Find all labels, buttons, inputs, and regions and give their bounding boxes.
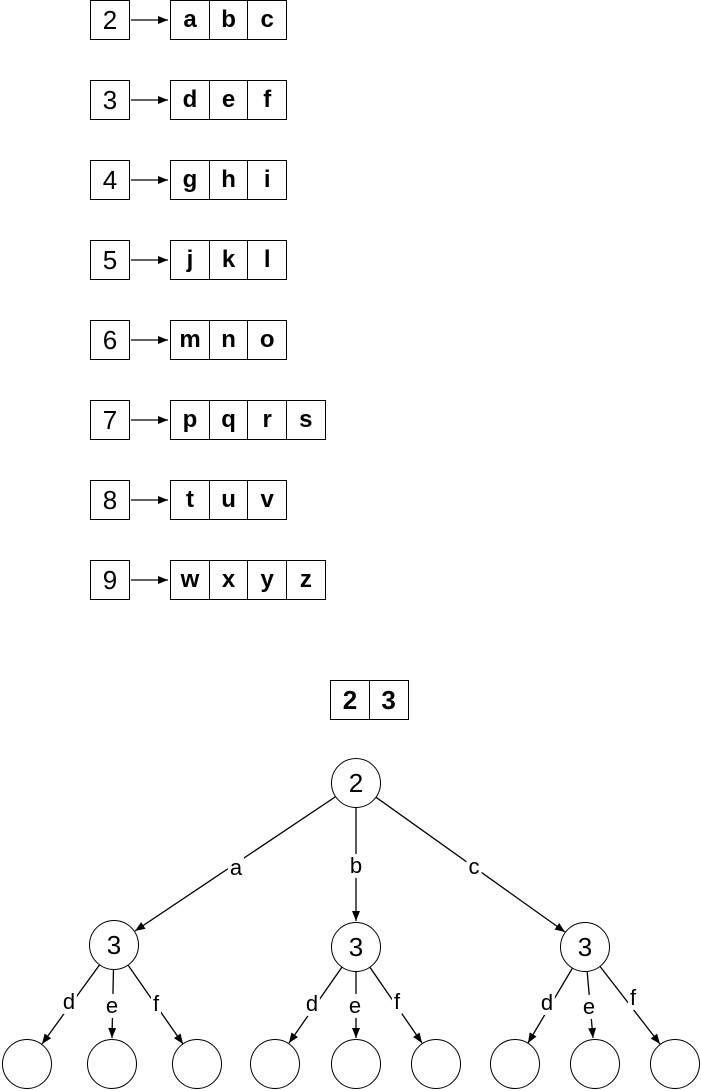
trie-leaf-node [2,1039,52,1089]
letter-cell: z [285,560,326,600]
edge-label: e [580,993,598,1020]
letter-cell: x [208,560,249,600]
keypad-digit-box: 5 [90,240,130,280]
keypad-letter-cells: t u v [170,480,288,520]
input-digit-cell: 3 [368,680,409,720]
letter-cell: g [170,160,210,200]
input-digits-box: 2 3 [330,680,409,720]
keypad-letter-cells: j k l [170,240,288,280]
keypad-letter-cells: m n o [170,320,288,360]
keypad-digit-box: 7 [90,400,130,440]
keypad-letter-cells: a b c [170,0,288,40]
edge-label: d [538,989,556,1016]
letter-cell: f [247,80,288,120]
keypad-digit-box: 3 [90,80,130,120]
edge-label: e [103,992,121,1019]
letter-cell: h [208,160,249,200]
keypad-letter-cells: g h i [170,160,288,200]
trie-branch-node: 3 [89,920,139,970]
keypad-digit-box: 6 [90,320,130,360]
trie-leaf-node [87,1039,137,1089]
trie-leaf-node [331,1039,381,1089]
edge-label: f [627,984,639,1011]
edge-label: f [150,990,162,1017]
letter-cell: w [170,560,210,600]
letter-cell: c [247,0,288,40]
keypad-digit-box: 9 [90,560,130,600]
trie-leaf-node [411,1039,461,1089]
letter-cell: e [208,80,249,120]
letter-cell: k [208,240,249,280]
trie-leaf-node [250,1039,300,1089]
letter-cell: d [170,80,210,120]
input-digit-cell: 2 [330,680,370,720]
edge-label: a [227,854,245,881]
letter-cell: p [170,400,210,440]
keypad-digit-box: 8 [90,480,130,520]
trie-leaf-node [172,1039,222,1089]
trie-leaf-node [490,1039,540,1089]
letter-cell: l [247,240,288,280]
letter-cell: q [208,400,249,440]
trie-leaf-node [570,1039,620,1089]
edge-label: d [60,988,78,1015]
trie-root-node: 2 [331,758,381,808]
tree-edge-a [134,782,357,932]
edge-label: b [347,852,365,879]
letter-cell: o [247,320,288,360]
trie-leaf-node [650,1039,700,1089]
letter-cell: y [247,560,288,600]
tree-edge-c [355,782,566,933]
letter-cell: n [208,320,249,360]
keypad-letter-cells: d e f [170,80,288,120]
letter-cell: s [285,400,326,440]
letter-cell: v [247,480,288,520]
edge-label: e [346,992,364,1019]
edge-label: f [391,988,403,1015]
letter-cell: b [208,0,249,40]
edge-label: d [303,990,321,1017]
keypad-digit-box: 2 [90,0,130,40]
edge-label: c [466,853,482,880]
letter-cell: t [170,480,210,520]
letter-cell: a [170,0,210,40]
letter-cell: r [247,400,288,440]
letter-cell: u [208,480,249,520]
trie-branch-node: 3 [560,922,610,972]
letter-cell: m [170,320,210,360]
letter-cell: i [247,160,288,200]
keypad-digit-box: 4 [90,160,130,200]
keypad-letter-cells: w x y z [170,560,326,600]
trie-branch-node: 3 [331,922,381,972]
keypad-letter-cells: p q r s [170,400,326,440]
letter-cell: j [170,240,210,280]
